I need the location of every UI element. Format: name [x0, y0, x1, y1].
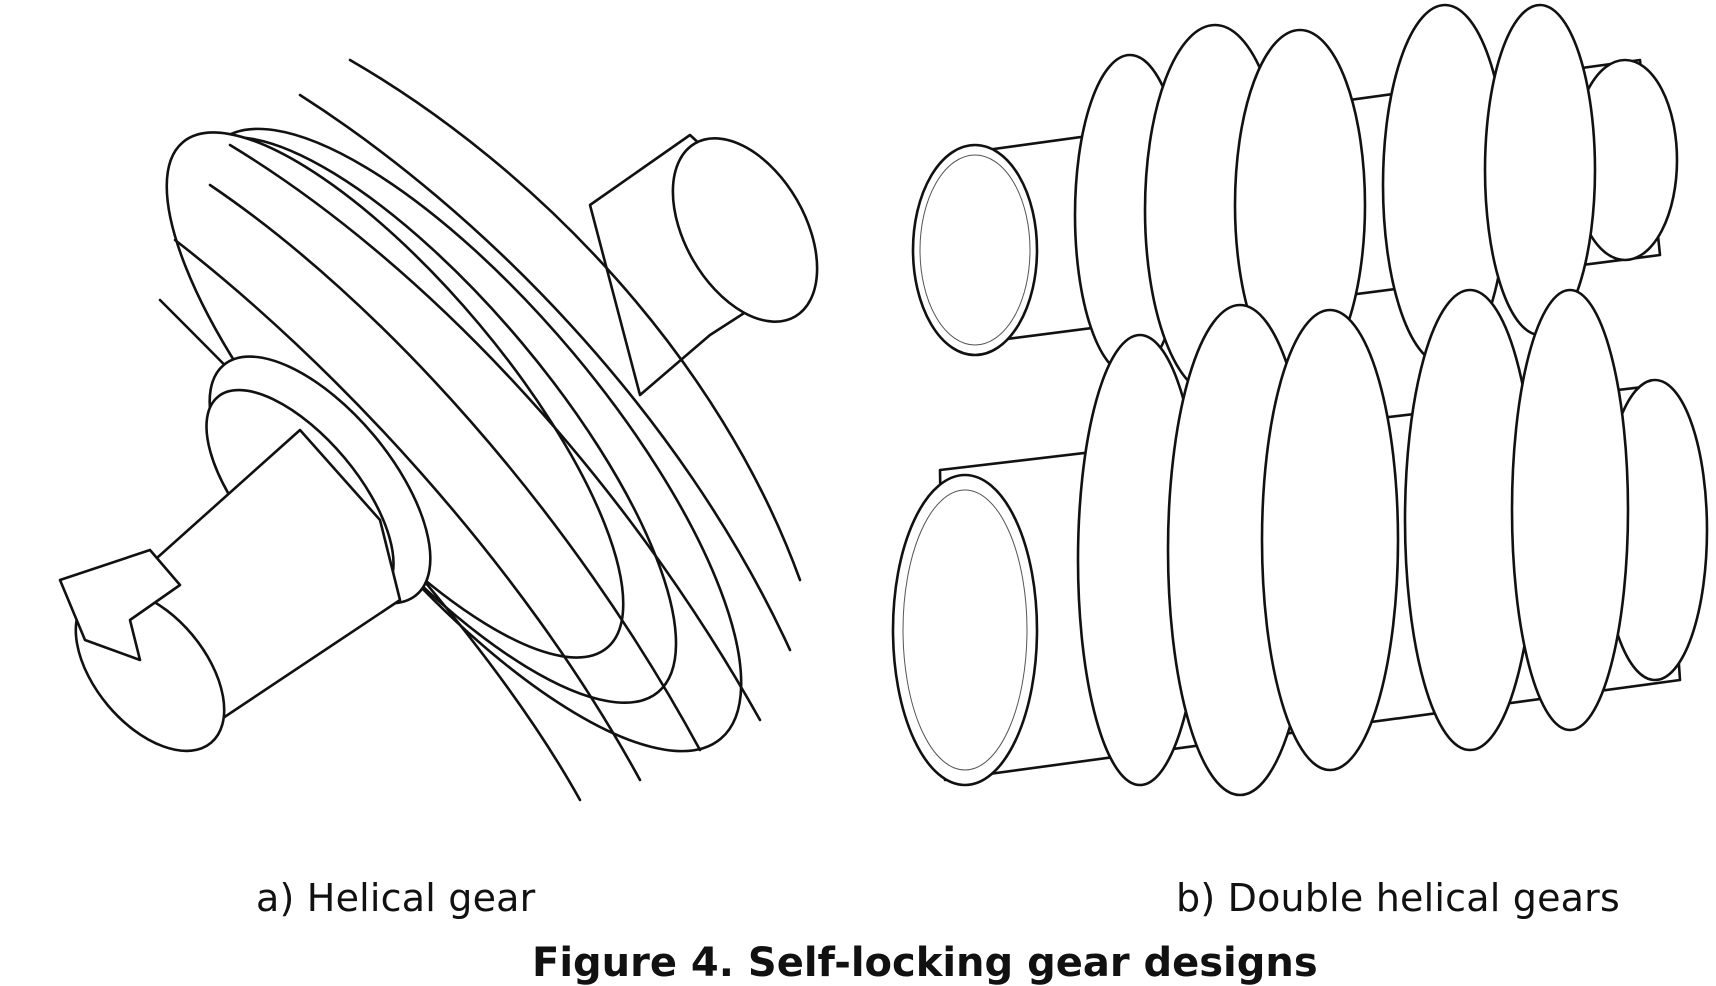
- figure-canvas: [58, 3, 1709, 802]
- caption-helical-gear: a) Helical gear: [256, 876, 536, 920]
- figure-title: Figure 4. Self-locking gear designs: [532, 940, 1318, 986]
- double-helical-gears-drawing: [891, 3, 1709, 797]
- helical-gear-drawing: [58, 58, 819, 802]
- caption-double-helical-gears: b) Double helical gears: [1176, 876, 1620, 920]
